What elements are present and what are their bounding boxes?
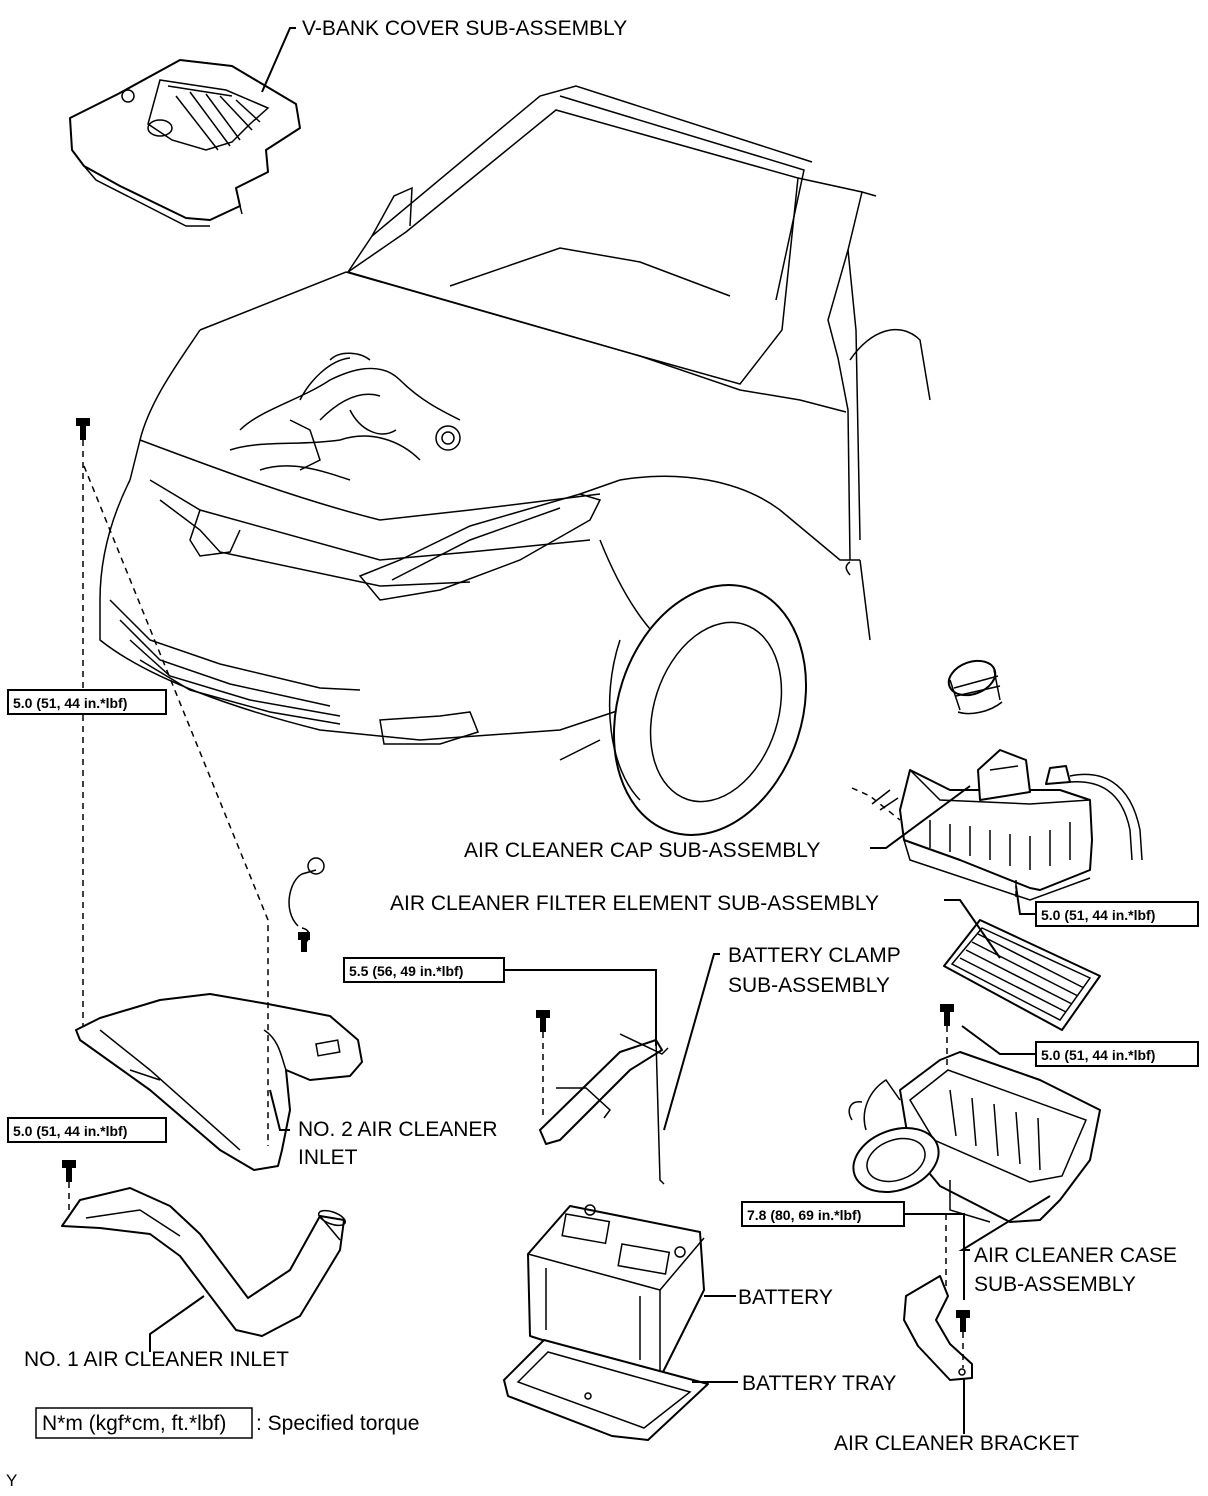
torque-value: 7.8 (80, 69 in.*lbf): [747, 1207, 861, 1223]
no1-air-cleaner-inlet-drawing: [61, 1187, 347, 1337]
battery-drawing: [527, 1204, 705, 1379]
label-air-cleaner-bracket: AIR CLEANER BRACKET: [834, 1432, 1079, 1455]
legend-unit-box: N*m (kgf*cm, ft.*lbf): [42, 1412, 226, 1435]
bolt-icon: [940, 1004, 954, 1026]
corner-mark: Y: [6, 1471, 17, 1490]
air-cleaner-bracket-drawing: [903, 1275, 973, 1381]
label-battery: BATTERY: [738, 1286, 833, 1309]
vbank-cover-drawing: [69, 59, 301, 227]
air-cleaner-cap-drawing: [851, 659, 1143, 901]
label-battery-clamp-line2: SUB-ASSEMBLY: [728, 974, 890, 997]
vehicle-body-drawing: [99, 85, 931, 837]
label-filter-element: AIR CLEANER FILTER ELEMENT SUB-ASSEMBLY: [390, 892, 879, 915]
battery-tray-drawing: [503, 1339, 709, 1441]
bolt-icon: [536, 1010, 550, 1032]
label-air-cleaner-case-line1: AIR CLEANER CASE: [974, 1244, 1177, 1267]
torque-value: 5.0 (51, 44 in.*lbf): [13, 695, 127, 711]
label-air-cleaner-cap: AIR CLEANER CAP SUB-ASSEMBLY: [464, 839, 820, 862]
bolt-icon: [76, 418, 90, 440]
label-air-cleaner-case-line2: SUB-ASSEMBLY: [974, 1273, 1136, 1296]
filter-element-drawing: [943, 919, 1101, 1031]
label-no2-inlet-line1: NO. 2 AIR CLEANER: [298, 1118, 498, 1141]
bolt-icon: [298, 932, 310, 952]
torque-value: 5.5 (56, 49 in.*lbf): [349, 963, 463, 979]
air-cleaner-case-drawing: [848, 1051, 1101, 1223]
torque-value: 5.0 (51, 44 in.*lbf): [13, 1123, 127, 1139]
no2-air-cleaner-inlet-drawing: [75, 857, 363, 1171]
torque-value: 5.0 (51, 44 in.*lbf): [1041, 1047, 1155, 1063]
label-no1-inlet: NO. 1 AIR CLEANER INLET: [24, 1348, 289, 1371]
label-battery-clamp-line1: BATTERY CLAMP: [728, 944, 901, 967]
legend-description: : Specified torque: [256, 1412, 419, 1435]
bolt-icon: [62, 1160, 76, 1182]
bolt-icon: [956, 1310, 970, 1332]
label-battery-tray: BATTERY TRAY: [742, 1372, 896, 1395]
label-vbank-cover: V-BANK COVER SUB-ASSEMBLY: [302, 17, 627, 40]
battery-clamp-drawing: [539, 1033, 669, 1185]
label-no2-inlet-line2: INLET: [298, 1146, 358, 1169]
torque-value: 5.0 (51, 44 in.*lbf): [1041, 907, 1155, 923]
